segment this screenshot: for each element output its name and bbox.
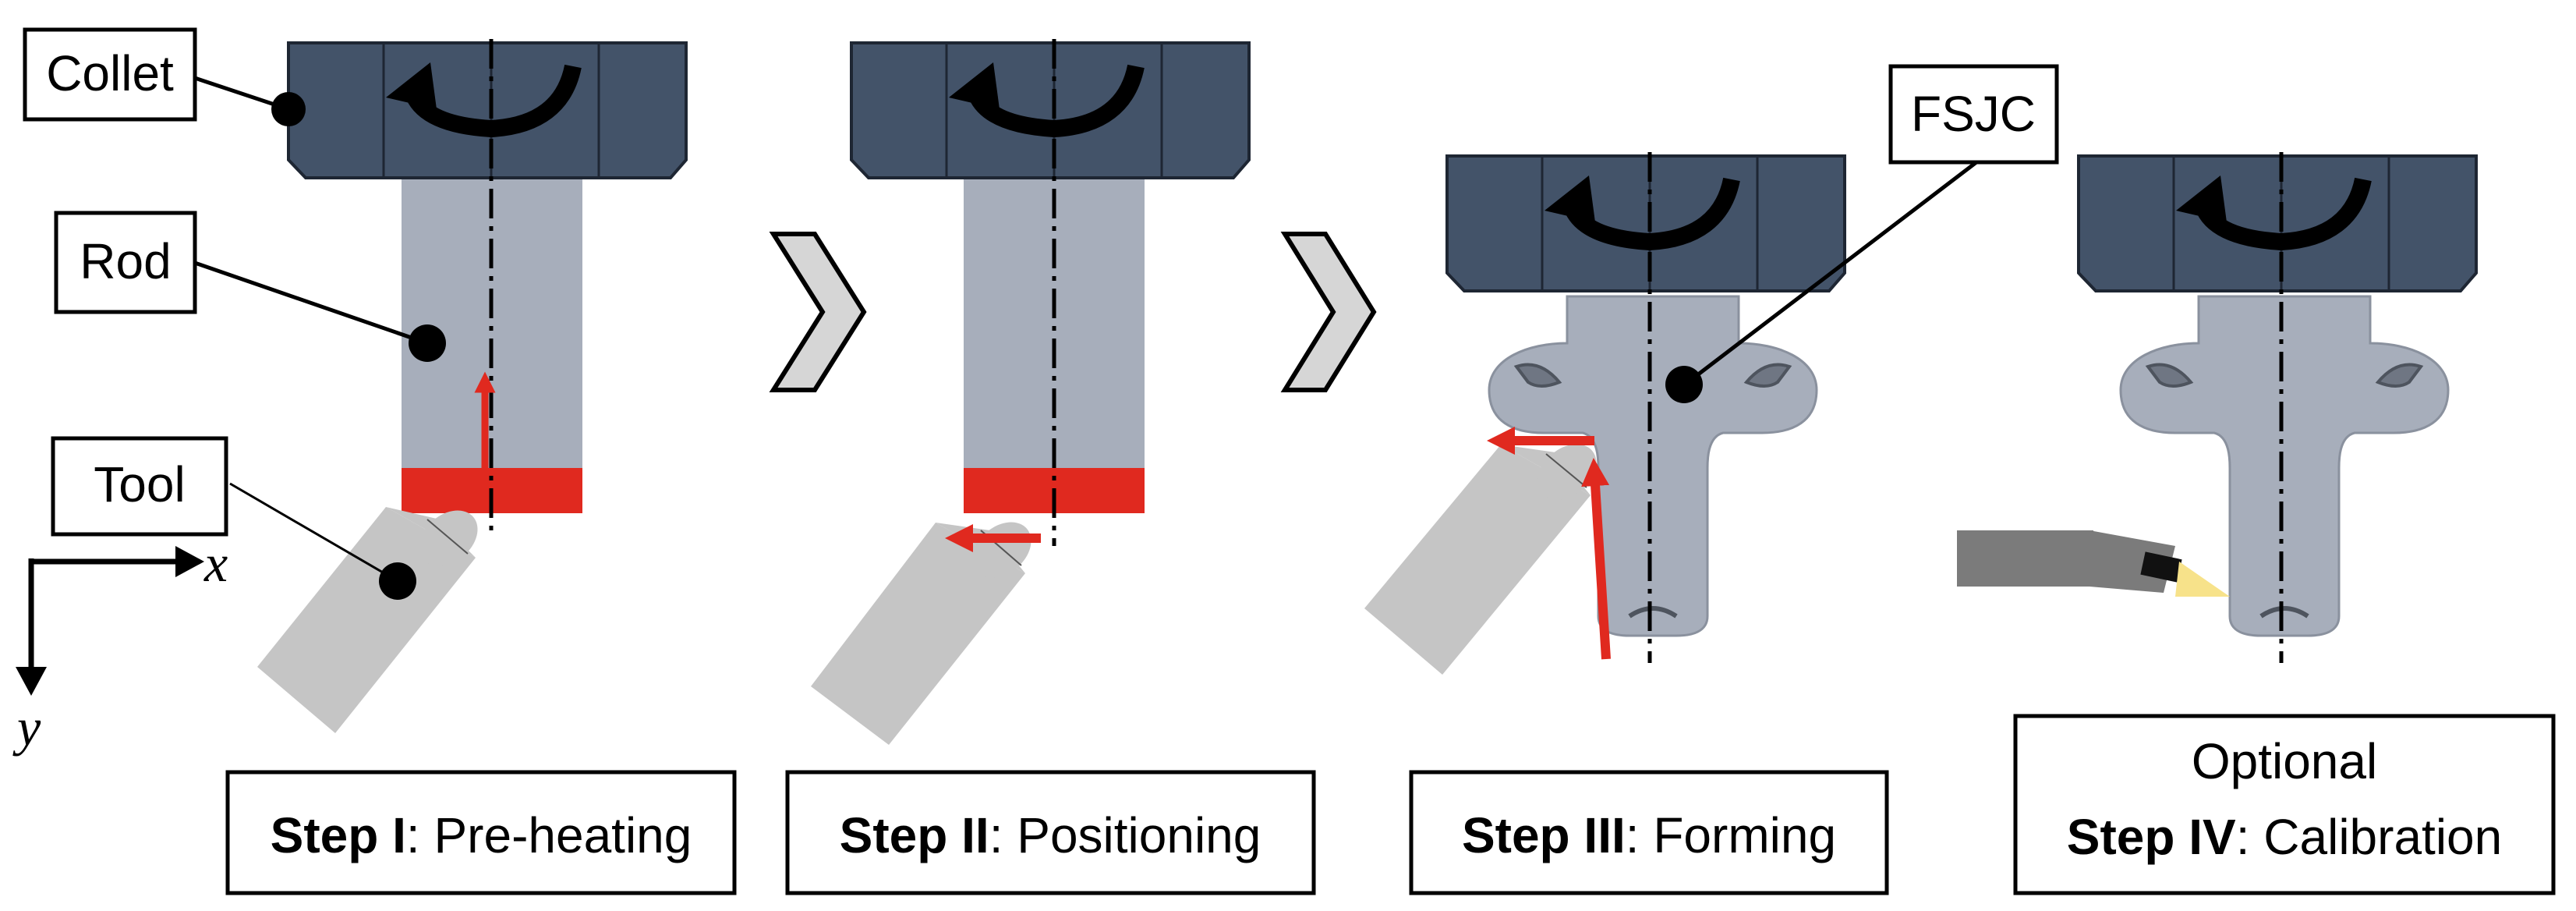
calibration-spark — [2175, 562, 2230, 597]
step-1-bold: Step I — [271, 807, 406, 863]
label-rod: Rod — [80, 233, 171, 289]
step-label-3: Step III: Forming — [1409, 770, 1889, 895]
stage-positioning — [811, 39, 1251, 745]
chevron-right-icon — [769, 232, 867, 392]
step-label-2: Step II: Positioning — [785, 770, 1316, 895]
step-2-text: : Positioning — [989, 807, 1261, 863]
callout-fsjc: FSJC — [1665, 64, 2059, 403]
step-1-text: : Pre-heating — [406, 807, 692, 863]
forming-arrow-y — [1581, 458, 1611, 660]
label-collet: Collet — [46, 45, 174, 101]
axis-label-y: y — [12, 697, 41, 757]
label-tool: Tool — [94, 456, 185, 512]
collet — [850, 41, 1251, 179]
collet — [287, 41, 688, 179]
callout-rod: Rod — [54, 211, 446, 362]
collet — [2077, 154, 2478, 292]
step-4-prefix: Optional — [2192, 733, 2377, 789]
step-label-4: Optional Step IV: Calibration — [2013, 714, 2556, 895]
step-4-text: : Calibration — [2236, 809, 2503, 865]
svg-text:Step I: Pre-heating: Step I: Pre-heating — [271, 807, 692, 863]
tool — [811, 523, 1025, 745]
svg-text:Step II: Positioning: Step II: Positioning — [840, 807, 1261, 863]
chevron-right-icon — [1280, 232, 1377, 392]
stage-forming — [1364, 152, 1846, 675]
callout-collet: Collet — [23, 27, 306, 126]
formed-rod — [2119, 295, 2450, 637]
step-2-bold: Step II — [840, 807, 989, 863]
axis-label-x: x — [203, 533, 228, 593]
stage-pre-heating — [257, 39, 688, 733]
svg-text:Step IV: Calibration: Step IV: Calibration — [2067, 809, 2502, 865]
calibration-insert — [2140, 551, 2182, 583]
calibration-tool-shank — [1957, 530, 2093, 587]
tool — [1364, 445, 1591, 675]
step-3-bold: Step III — [1462, 807, 1626, 863]
tool — [257, 507, 476, 733]
stage-calibration — [1957, 152, 2478, 663]
label-fsjc: FSJC — [1911, 86, 2036, 142]
collet — [1445, 154, 1846, 292]
callout-tool: Tool — [51, 436, 416, 600]
svg-text:Step III: Forming: Step III: Forming — [1462, 807, 1836, 863]
formed-rod — [1488, 295, 1818, 637]
step-4-bold: Step IV — [2067, 809, 2236, 865]
step-3-text: : Forming — [1626, 807, 1836, 863]
coordinate-axes: x y — [12, 533, 228, 757]
step-label-1: Step I: Pre-heating — [225, 770, 737, 895]
